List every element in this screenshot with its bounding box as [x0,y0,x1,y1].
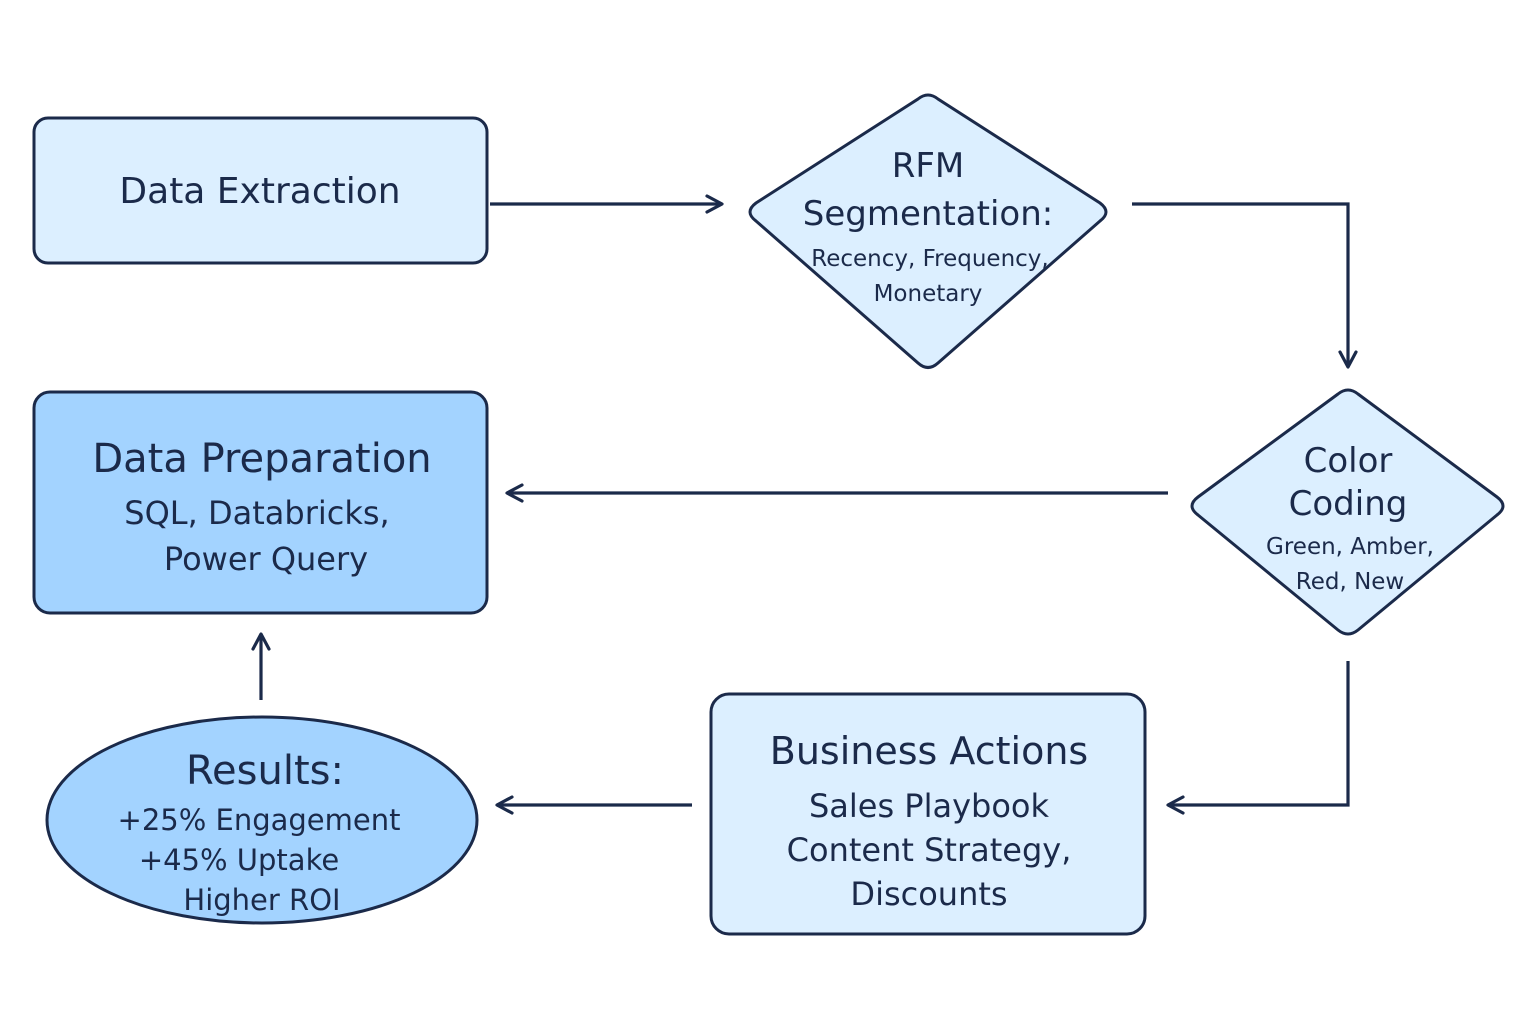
node-color-coding: Color Coding Green, Amber, Red, New [1190,388,1505,636]
business-actions-detail-line1: Sales Playbook [809,787,1050,825]
rfm-detail-line2: Monetary [874,281,983,307]
color-coding-detail-line2: Red, New [1296,569,1405,595]
data-preparation-title: Data Preparation [92,436,431,482]
business-actions-detail-line3: Discounts [850,875,1007,913]
data-preparation-detail-line1: SQL, Databricks, [124,494,389,532]
color-coding-detail-line1: Green, Amber, [1266,534,1434,560]
color-coding-title-line1: Color [1304,441,1393,481]
rfm-segmentation-diamond [748,93,1108,369]
node-data-preparation: Data Preparation SQL, Databricks, Power … [32,390,489,615]
data-preparation-box [32,390,489,615]
data-extraction-box [32,116,489,265]
arrow-color-coding-to-business-actions [1166,661,1350,815]
node-rfm-segmentation: RFM Segmentation: Recency, Frequency, Mo… [748,93,1108,369]
business-actions-box [709,692,1147,936]
arrow-rfm-to-color-coding [1132,202,1358,369]
results-ellipse [45,715,479,925]
node-data-extraction: Data Extraction [32,116,489,265]
results-detail-line1: +25% Engagement [118,803,401,837]
rfm-title-line2: Segmentation: [803,194,1053,234]
rfm-detail-line1: Recency, Frequency, [811,246,1048,272]
node-business-actions: Business Actions Sales Playbook Content … [709,692,1147,936]
business-actions-title: Business Actions [770,729,1088,773]
results-detail-line2: +45% Uptake [139,843,339,877]
color-coding-title-line2: Coding [1289,484,1408,524]
rfm-title-line1: RFM [892,146,965,186]
color-coding-diamond [1190,388,1505,636]
results-title: Results: [186,748,344,794]
business-actions-detail-line2: Content Strategy, [787,831,1072,869]
node-results: Results: +25% Engagement +45% Uptake Hig… [45,715,479,925]
data-preparation-detail-line2: Power Query [164,540,368,578]
results-detail-line3: Higher ROI [183,883,340,917]
data-extraction-title: Data Extraction [119,171,400,212]
connectors [251,194,1358,815]
